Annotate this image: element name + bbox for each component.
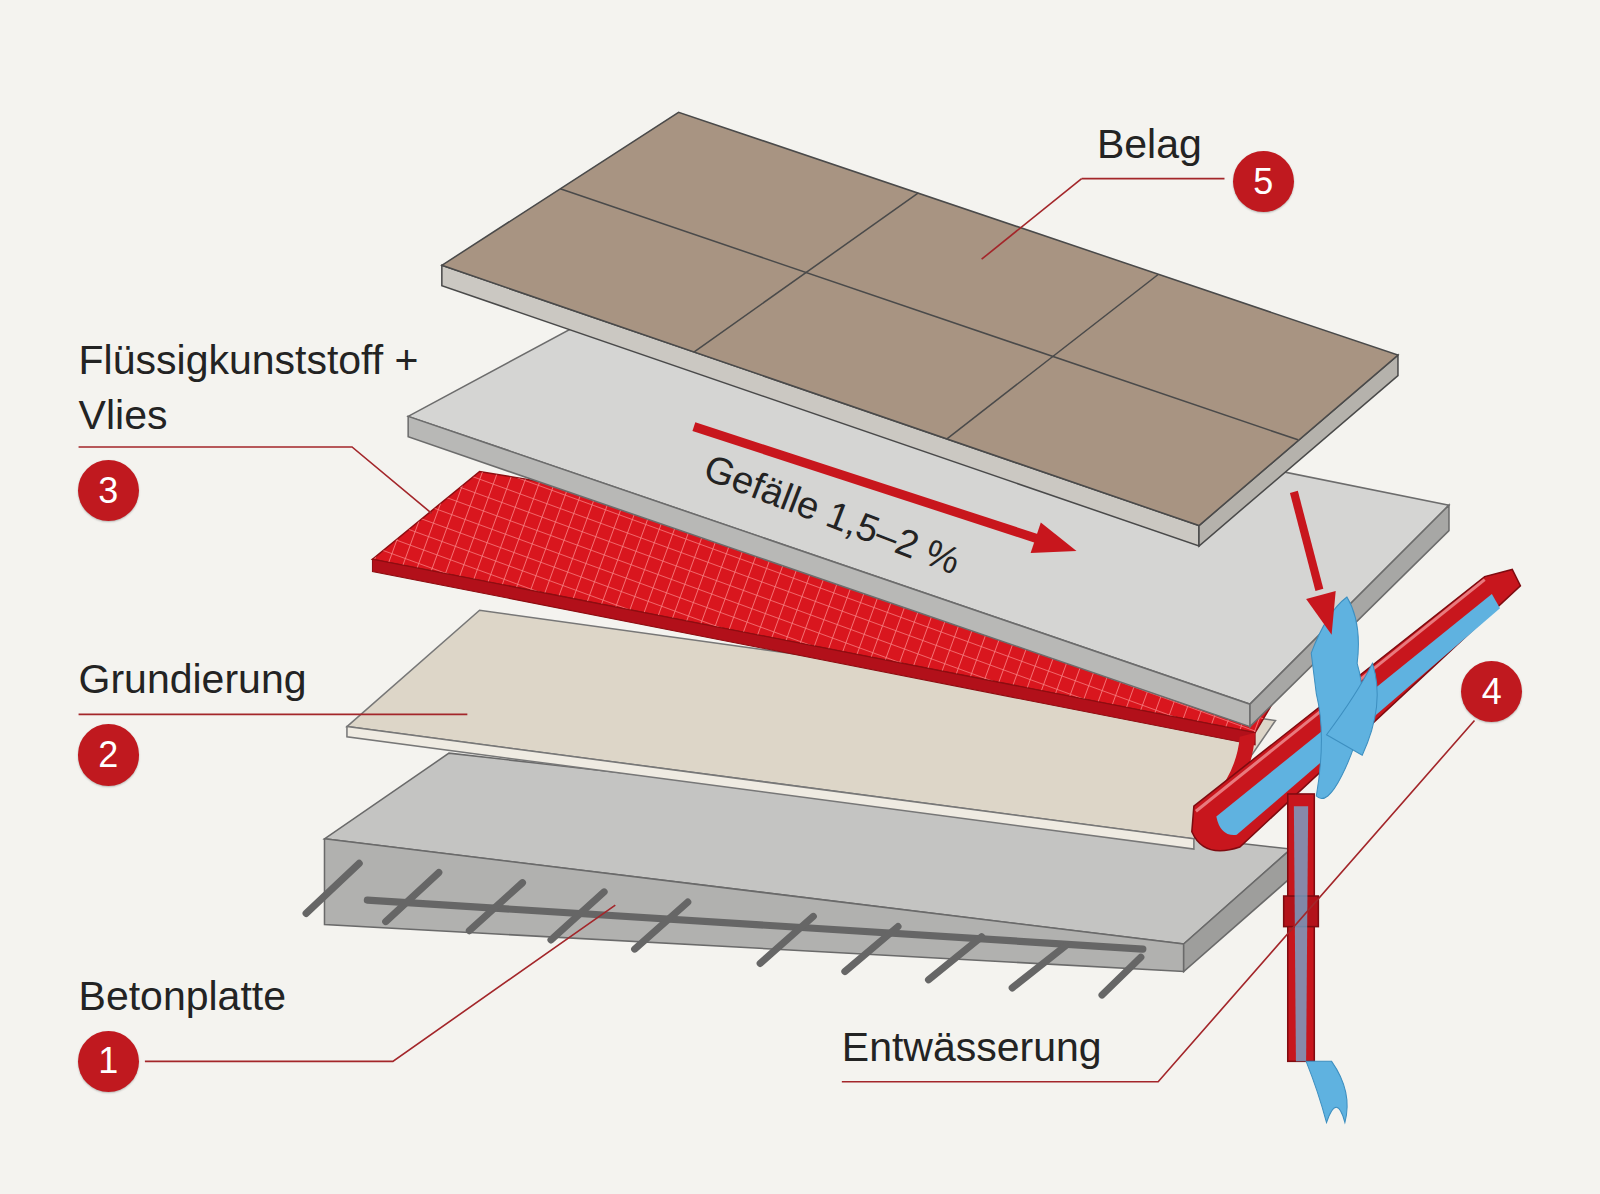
callout-circle: 2 xyxy=(78,724,139,785)
callout-number: 3 xyxy=(98,473,118,509)
callout-circle: 1 xyxy=(78,1031,139,1092)
layer-label: Belag xyxy=(1097,120,1202,169)
downpipe xyxy=(1284,794,1319,1061)
layer-label: Grundierung xyxy=(79,655,307,704)
tile-covering xyxy=(442,112,1398,546)
callout-number: 2 xyxy=(98,737,118,773)
callout-number: 1 xyxy=(98,1043,118,1079)
callout-circle: 5 xyxy=(1233,151,1294,212)
rebar xyxy=(306,863,1143,995)
water-arrow xyxy=(1294,492,1336,635)
callout-number: 5 xyxy=(1253,164,1273,200)
water-flow xyxy=(1306,597,1377,1123)
callout-number: 4 xyxy=(1482,674,1502,710)
callout-circle: 3 xyxy=(78,460,139,521)
callout-circle: 4 xyxy=(1461,661,1522,722)
leader-lines xyxy=(79,179,1475,1082)
layer-label: Flüssigkunststoff + Vlies xyxy=(79,333,487,444)
layer-label: Betonplatte xyxy=(79,972,286,1021)
layer-label: Entwässerung xyxy=(842,1023,1102,1072)
